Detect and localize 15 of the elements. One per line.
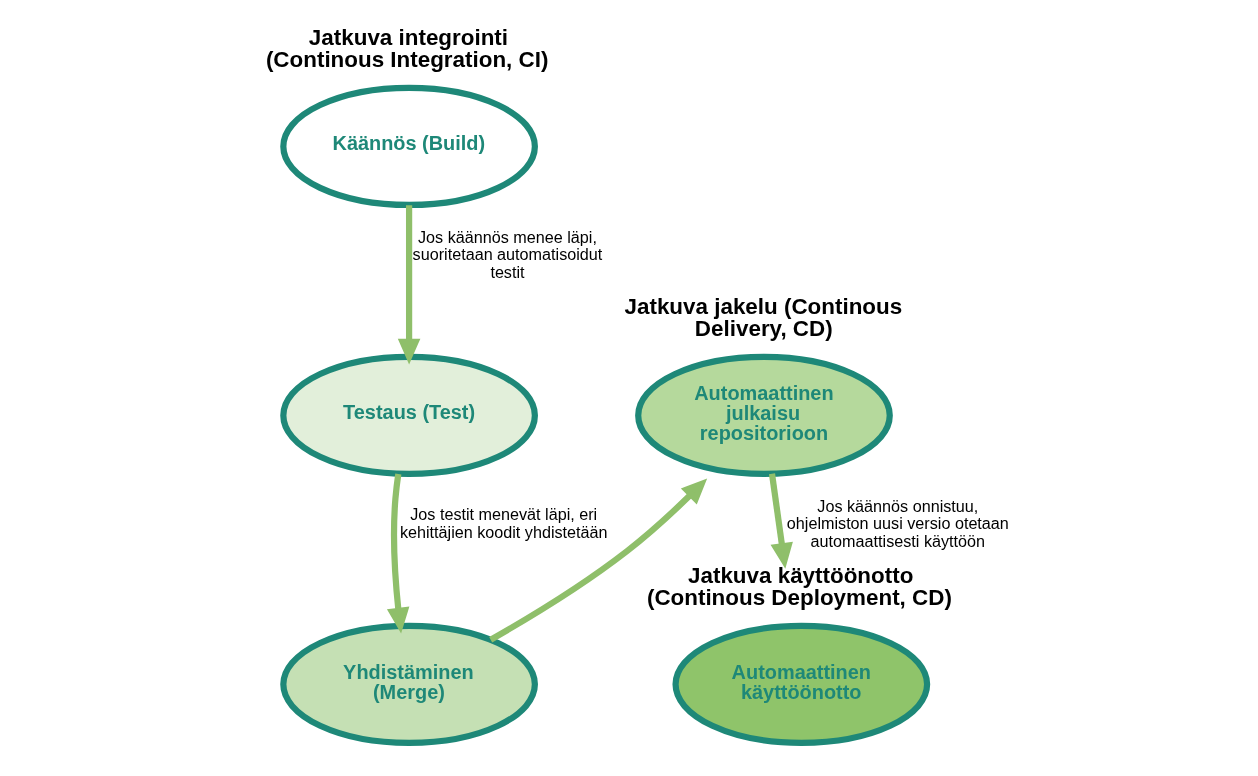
arrow bbox=[397, 205, 420, 365]
node-ellipse: Testaus (Test) bbox=[279, 353, 538, 478]
node-ellipse: Käännös (Build) bbox=[279, 84, 538, 209]
edge-label: Jos testit menevät läpi, eri kehittäjien koodit yhdistetään bbox=[399, 505, 608, 541]
node-ellipse: Yhdistäminen (Merge) bbox=[279, 622, 538, 746]
node-label: Jatkuva integrointi (Continous Integration, CI) bbox=[265, 24, 548, 73]
edge-label: Jos käännös onnistuu, ohjelmiston uusi versio otetaan automaattisesti käyttöön bbox=[786, 496, 1009, 550]
edge-label: Jos käännös menee läpi, suoritetaan automatisoidut testit bbox=[412, 227, 602, 281]
node-ellipse: Automaattinen julkaisu repositorioon bbox=[634, 353, 893, 478]
arrow bbox=[488, 478, 707, 643]
node-label: Jatkuva jakelu (Continous Delivery, CD) bbox=[624, 293, 902, 342]
arrow bbox=[386, 473, 409, 634]
arrow bbox=[768, 473, 793, 569]
node-label: Jatkuva käyttöönotto (Continous Deployment, CD) bbox=[646, 562, 952, 611]
node-ellipse: Automaattinen käyttöönotto bbox=[671, 622, 930, 746]
